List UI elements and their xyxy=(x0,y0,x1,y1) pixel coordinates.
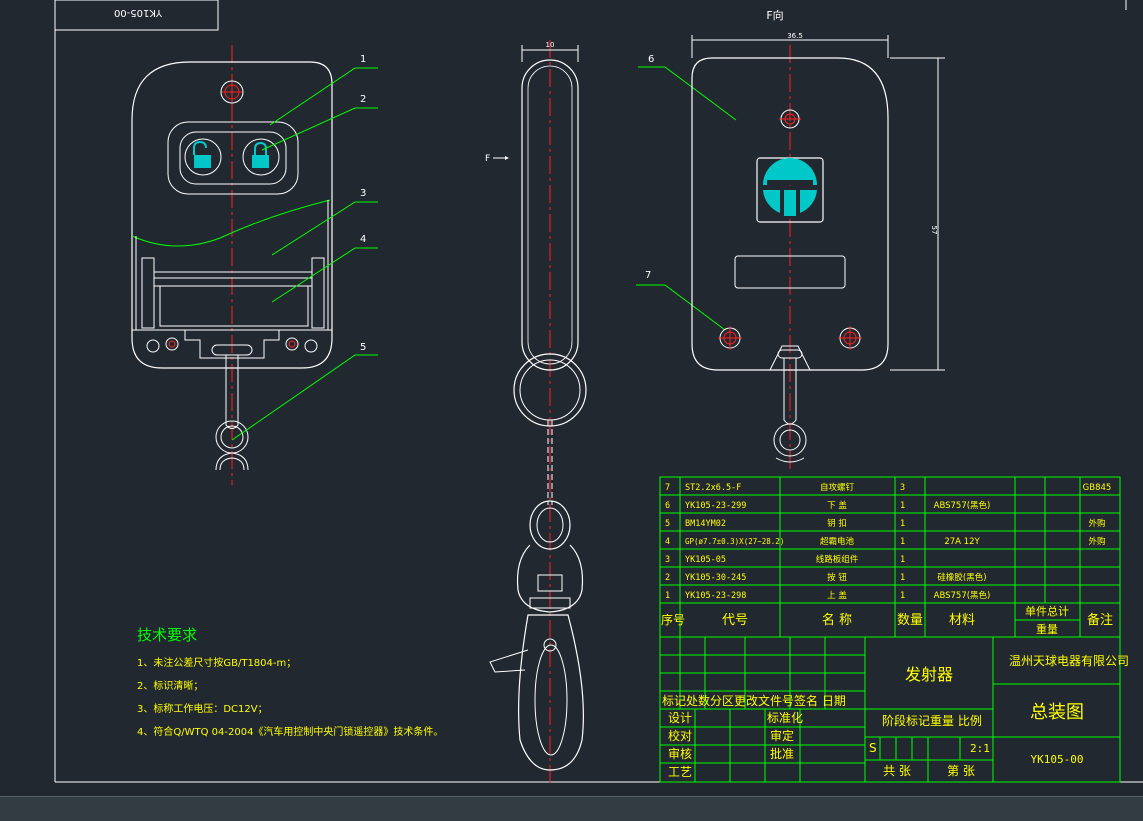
bom-row-qty: 1 xyxy=(900,519,905,529)
approve2-label: 批准 xyxy=(770,746,794,761)
bom-row-no: 6 xyxy=(665,501,670,511)
bom-row-no: 5 xyxy=(665,519,670,529)
bom-row-qty: 1 xyxy=(900,501,905,511)
tech-req-item-3: 3、标称工作电压：DC12V； xyxy=(137,702,268,715)
bom-rows: 7 ST2.2x6.5-F 自攻螺钉 3 GB845 6 YK105-23-29… xyxy=(665,482,1111,601)
back-view: F向 36.5 57 xyxy=(691,8,945,470)
bom-row-qty: 1 xyxy=(900,537,905,547)
bom-row-no: 4 xyxy=(665,537,670,547)
bom-row-material: 27A 12Y xyxy=(944,537,980,547)
bom-row-material: 硅橡胶(黑色) xyxy=(937,572,986,583)
bom-row-name: 线路板组件 xyxy=(816,554,859,565)
bom-row-code: YK105-30-245 xyxy=(685,573,746,583)
top-label-mirrored: YK105-00 xyxy=(114,7,163,18)
unlock-icon xyxy=(193,140,211,168)
callout-2: 2 xyxy=(360,94,366,105)
bom-row-no: 3 xyxy=(665,555,670,565)
total-sheets: 共 张 xyxy=(883,764,911,778)
lock-icon xyxy=(252,141,269,168)
bom-row-name: 自攻螺钉 xyxy=(820,482,855,493)
bom-row-name: 按 钮 xyxy=(827,572,847,583)
bom-row-code: YK105-23-298 xyxy=(685,591,746,601)
view-label: F向 xyxy=(766,8,783,22)
rev-header: 标记处数分区更改文件号签名 日期 xyxy=(662,693,846,708)
bom-row-remark: 外购 xyxy=(1088,518,1105,529)
company-name: 温州天球电器有限公司 xyxy=(1009,654,1129,668)
bom-header-name: 名 称 xyxy=(822,612,852,628)
bom-row-material: ABS757(黑色) xyxy=(934,500,991,511)
bom-row-name: 超霸电池 xyxy=(820,536,855,547)
check-label: 校对 xyxy=(668,728,692,743)
bom-header-code: 代号 xyxy=(722,613,748,628)
stage-header: 阶段标记重量 比例 xyxy=(882,713,982,728)
bom-row-code: ST2.2x6.5-F xyxy=(685,483,741,493)
drawing-number: YK105-00 xyxy=(1031,753,1084,766)
bom-row-name: 上 盖 xyxy=(827,590,847,601)
bom-row-code: BM14YM02 xyxy=(685,519,726,529)
side-view: 10 F xyxy=(485,40,587,785)
bom-header-unit-total: 单件总计 xyxy=(1025,604,1069,618)
company-logo-icon xyxy=(756,157,824,223)
callout-6: 6 xyxy=(648,54,654,65)
tech-requirements: 技术要求 1、未注公差尺寸按GB/T1804-m； 2、标识清晰； 3、标称工作… xyxy=(137,626,443,738)
tech-req-item-1: 1、未注公差尺寸按GB/T1804-m； xyxy=(137,656,296,669)
bom-row-qty: 1 xyxy=(900,591,905,601)
callout-1: 1 xyxy=(360,54,366,65)
bom-header-material: 材料 xyxy=(949,613,975,628)
status-bar xyxy=(0,796,1143,821)
bom-row-remark: 外购 xyxy=(1088,536,1105,547)
callout-4: 4 xyxy=(360,234,366,245)
dim-back-width: 36.5 xyxy=(787,32,803,40)
leader-lines xyxy=(231,66,737,441)
sheet-number: 第 张 xyxy=(947,764,975,778)
tech-req-item-4: 4、符合Q/WTQ 04-2004《汽车用控制中央门锁遥控器》技术条件。 xyxy=(137,725,443,738)
bom-row-code: GP(ø7.7±0.3)X(27~28.2) xyxy=(685,537,784,546)
bom-row-material: ABS757(黑色) xyxy=(934,590,991,601)
bom-row-code: YK105-05 xyxy=(685,555,726,565)
scale-value: 2:1 xyxy=(970,742,990,755)
bom-row-no: 1 xyxy=(665,591,670,601)
tech-req-title: 技术要求 xyxy=(137,626,197,644)
bom-row-qty: 1 xyxy=(900,555,905,565)
bom-row-remark: GB845 xyxy=(1083,483,1112,493)
drawing-name: 总装图 xyxy=(1030,702,1084,723)
bom-row-name: 下 盖 xyxy=(827,500,847,511)
bom-header-qty: 数量 xyxy=(897,613,923,628)
standard-label: 标准化 xyxy=(767,711,803,725)
bom-row-name: 钥 扣 xyxy=(827,518,847,529)
bom-row-code: YK105-23-299 xyxy=(685,501,746,511)
craft-label: 工艺 xyxy=(668,765,692,779)
dim-side-width: 10 xyxy=(546,41,555,49)
title-block-text: 标记处数分区更改文件号签名 日期 设计 标准化 校对 审定 审核 批准 工艺 发… xyxy=(662,654,1129,779)
callout-numbers: 1 2 3 4 5 6 7 xyxy=(360,54,654,353)
front-view xyxy=(131,45,333,485)
approve1-label: 审定 xyxy=(770,728,794,743)
tech-req-item-2: 2、标识清晰； xyxy=(137,679,203,692)
section-marker: F xyxy=(485,154,490,164)
stage-mark: S xyxy=(869,741,877,755)
design-label: 设计 xyxy=(668,711,692,725)
bom-header: 序号 代号 名 称 数量 材料 单件总计 重量 备注 xyxy=(661,604,1113,636)
title-block-grid xyxy=(659,636,1121,783)
callout-3: 3 xyxy=(360,188,366,199)
bom-header-no: 序号 xyxy=(661,612,685,627)
bom-table xyxy=(659,476,1121,638)
bom-row-no: 7 xyxy=(665,483,670,493)
review-label: 审核 xyxy=(668,746,692,761)
bom-header-remark: 备注 xyxy=(1087,612,1113,628)
callout-5: 5 xyxy=(360,342,366,353)
bom-row-qty: 3 xyxy=(900,483,905,493)
bom-row-no: 2 xyxy=(665,573,670,583)
product-name: 发射器 xyxy=(905,665,953,684)
bom-header-weight: 重量 xyxy=(1036,622,1058,636)
dim-back-height: 57 xyxy=(930,226,938,235)
callout-7: 7 xyxy=(645,270,651,281)
bom-row-qty: 1 xyxy=(900,573,905,583)
